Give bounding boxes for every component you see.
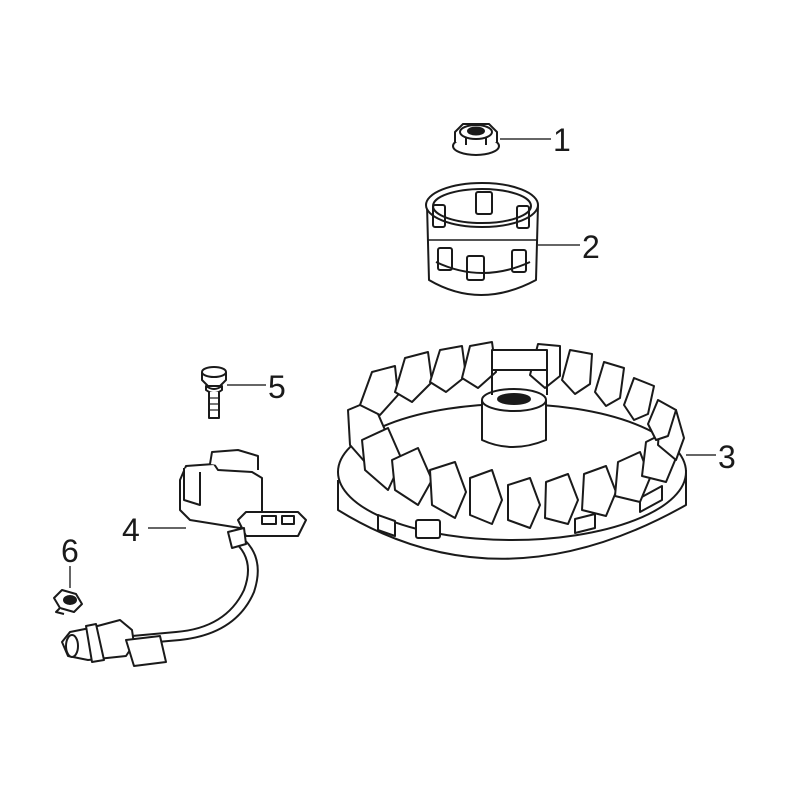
starter-cup-part (426, 183, 538, 295)
flange-nut-part (453, 124, 499, 155)
callout-6: 6 (61, 533, 79, 569)
callout-4: 4 (122, 512, 140, 548)
bolt-part (202, 367, 226, 418)
callout-5: 5 (268, 369, 286, 405)
callout-1: 1 (553, 122, 571, 158)
flywheel-part (338, 342, 686, 559)
wire-clip-part (54, 590, 82, 614)
callout-2: 2 (582, 229, 600, 265)
ignition-coil-part (62, 450, 306, 666)
callout-3: 3 (718, 439, 736, 475)
